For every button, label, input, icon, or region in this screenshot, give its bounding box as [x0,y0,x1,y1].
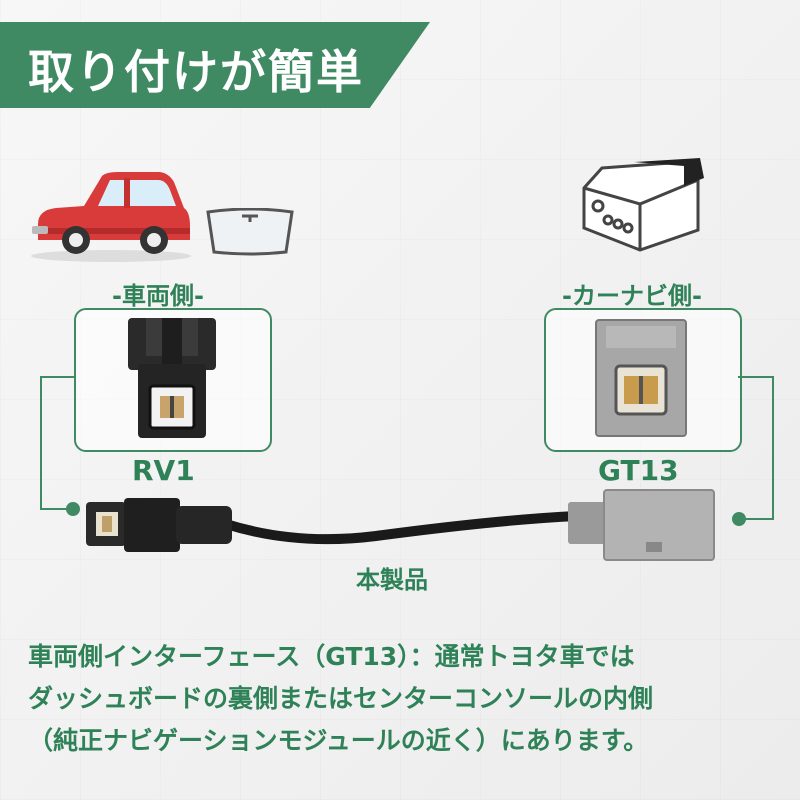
description: 車両側インターフェース（GT13）：通常トヨタ車では ダッシュボードの裏側または… [28,636,772,762]
callout-line-right [738,376,774,378]
title-banner [0,22,430,108]
rv1-connector [128,318,216,438]
callout-line-right [740,518,774,520]
navi-side-label: -カーナビ側- [562,282,702,310]
car-icon [31,172,191,262]
callout-dot-left [66,502,80,516]
callout-dot-right [732,512,746,526]
windshield-icon [206,208,294,256]
navi-unit-icon [582,158,704,252]
gt13-connector [595,319,687,437]
rv1-label: RV1 [132,454,195,487]
description-line: ダッシュボードの裏側またはセンターコンソールの内側 [28,684,654,713]
callout-line-left [40,376,76,378]
callout-line-left [40,508,72,510]
product-label: 本製品 [356,566,428,594]
vehicle-side-label: -車両側- [112,282,204,310]
description-line: （純正ナビゲーションモジュールの近く）にあります。 [28,726,649,755]
description-line: 車両側インターフェース（GT13）：通常トヨタ車では [28,642,635,671]
page-title: 取り付けが簡単 [28,45,364,99]
gt13-label: GT13 [598,454,679,487]
adapter-cable [86,489,715,561]
callout-line-right [772,376,774,520]
callout-line-left [40,376,42,510]
